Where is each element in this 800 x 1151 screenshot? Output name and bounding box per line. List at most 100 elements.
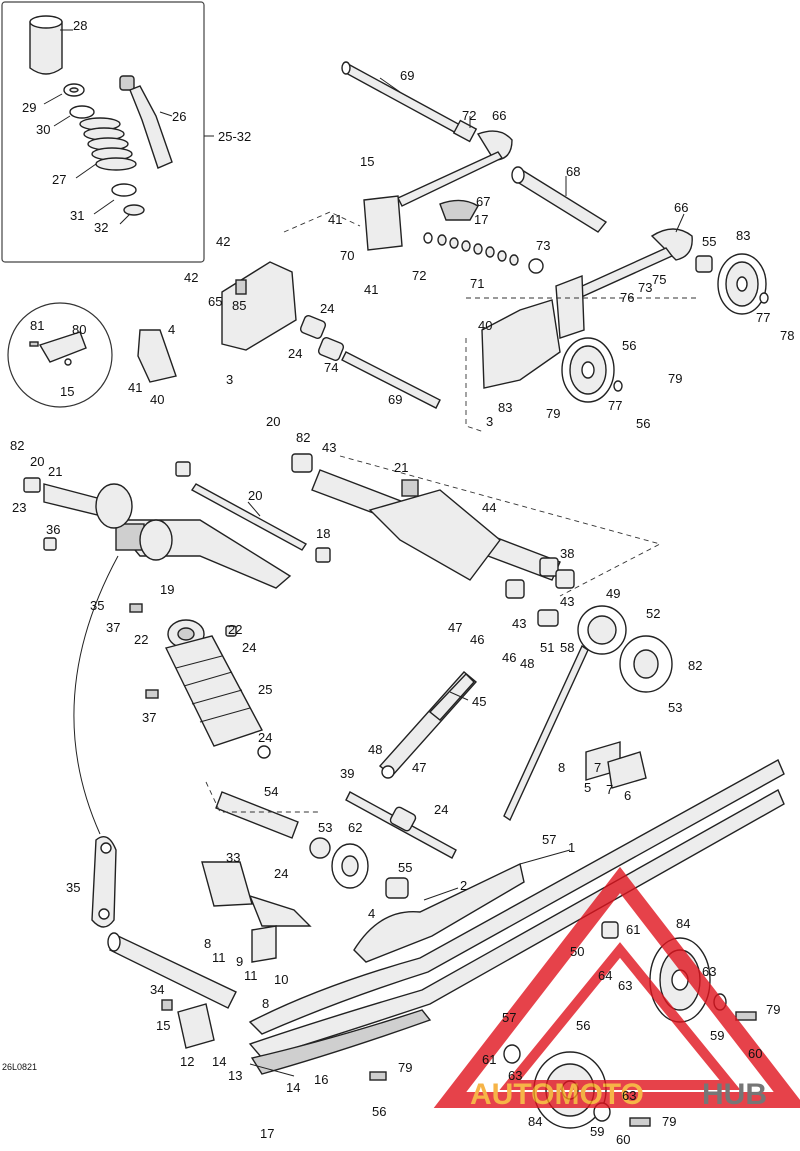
center-shock-25 [129,603,271,759]
callout-label: 42 [216,234,230,249]
callout-label: 79 [668,371,682,386]
callout-label: 72 [462,108,476,123]
callout-label: 83 [736,228,750,243]
callout-label: 47 [412,760,426,775]
callout-label: 24 [258,730,272,745]
callout-label: 8 [204,936,211,951]
callout-label: 64 [598,968,612,983]
callout-label: 26 [172,109,186,124]
leader-lines [247,77,685,1077]
callout-label: 46 [470,632,484,647]
callout-label: 52 [646,606,660,621]
idler-wheel-83-mid [561,337,615,403]
callout-label: 73 [536,238,550,253]
callout-label: 41 [364,282,378,297]
callout-label: 14 [286,1080,300,1095]
callout-label: 76 [620,290,634,305]
callout-label: 24 [274,866,288,881]
callout-label: 61 [626,922,640,937]
callout-label: 3 [486,414,493,429]
callout-label: 48 [520,656,534,671]
callout-label: 53 [668,700,682,715]
strut-45 [378,671,478,779]
callout-label: 22 [134,632,148,647]
callout-label: 22 [228,622,242,637]
callout-label: 15 [156,1018,170,1033]
callout-label: 15 [60,384,74,399]
idler-wheel-49 [503,605,627,822]
callout-label: 81 [30,318,44,333]
callout-label: 82 [10,438,24,453]
callout-label: 20 [266,414,280,429]
slider-16 [250,1009,432,1075]
callout-label: 7 [606,782,613,797]
callout-label: 2 [460,878,467,893]
callout-label: 60 [748,1046,762,1061]
callout-label: 17 [260,1126,274,1141]
callout-label: 24 [320,301,334,316]
callout-label: 56 [622,338,636,353]
rear-swing-arm-38 [291,453,662,599]
callout-label: 35 [66,880,80,895]
callout-label: 40 [150,392,164,407]
callout-label: 27 [52,172,66,187]
callout-label: 43 [560,594,574,609]
callout-label: 61 [482,1052,496,1067]
drawing-code: 26L0821 [2,1062,37,1072]
callout-label: 5 [584,780,591,795]
link-35 [73,555,119,928]
callout-label: 77 [756,310,770,325]
callout-label: 44 [482,500,496,515]
callout-label: 69 [388,392,402,407]
coil-spring [79,117,137,171]
callout-label: 63 [618,978,632,993]
callout-label: 38 [560,546,574,561]
callout-label: 85 [232,298,246,313]
callout-label: 24 [288,346,302,361]
callout-label: 68 [566,164,580,179]
block-12 [161,999,215,1049]
callout-label: 67 [476,194,490,209]
callout-label: 48 [368,742,382,757]
callout-label: 80 [72,322,86,337]
callout-label: 43 [512,616,526,631]
callout-label: 78 [780,328,794,343]
upper-rear-assembly [137,61,769,433]
callout-label: 12 [180,1054,194,1069]
callout-label: 79 [398,1060,412,1075]
callout-label: 49 [606,586,620,601]
callout-label: 69 [400,68,414,83]
watermark-brand-left: AUTOMOTO [470,1078,644,1111]
callout-label: 72 [412,268,426,283]
callout-label: 7 [594,760,601,775]
callout-label: 83 [498,400,512,415]
shaft-54 [205,781,409,899]
callout-label: 57 [502,1010,516,1025]
callout-label: 77 [608,398,622,413]
callout-label: 32 [94,220,108,235]
callout-label: 75 [652,272,666,287]
callout-label: 79 [766,1002,780,1017]
callout-label: 31 [70,208,84,223]
callout-label: 14 [212,1054,226,1069]
slide-2-plate [353,862,525,963]
callout-label: 28 [73,18,87,33]
callout-label: 63 [622,1088,636,1103]
callout-label: 56 [576,1018,590,1033]
spacer-row [423,232,544,274]
callout-label: 3 [226,372,233,387]
callout-label: 57 [542,832,556,847]
callout-label: 54 [264,784,278,799]
callout-label: 21 [48,464,62,479]
shaft-34 [107,932,237,1009]
callout-label: 34 [150,982,164,997]
callout-label: 41 [328,212,342,227]
callout-label: 39 [340,766,354,781]
callout-label: 73 [638,280,652,295]
callout-label: 56 [636,416,650,431]
callout-label: 11 [212,950,226,965]
callout-label: 36 [46,522,60,537]
bracket-set-5-7 [585,741,647,789]
callout-label: 60 [616,1132,630,1147]
callout-label: 56 [372,1104,386,1119]
